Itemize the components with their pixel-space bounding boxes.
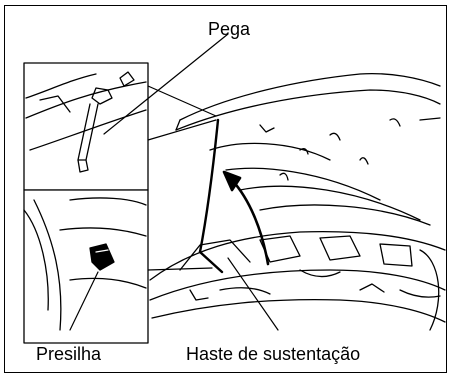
label-haste-de-sustentacao: Haste de sustentação bbox=[186, 344, 361, 364]
support-rod bbox=[198, 118, 224, 274]
inset-top-panel bbox=[23, 62, 149, 191]
raise-arrow bbox=[222, 170, 270, 266]
inset-bottom-panel bbox=[23, 189, 149, 344]
label-pega: Pega bbox=[208, 19, 251, 39]
car-body bbox=[149, 230, 446, 331]
hood bbox=[175, 72, 441, 226]
callout-lines bbox=[69, 33, 279, 331]
label-presilha: Presilha bbox=[36, 344, 102, 364]
